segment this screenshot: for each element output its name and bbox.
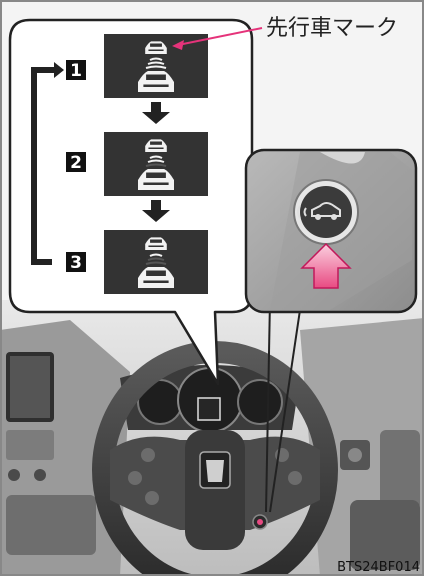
fuel-gauge (238, 380, 282, 424)
multi-information-display (198, 398, 220, 420)
step-number-3: 3 (70, 253, 82, 273)
step-number-1: 1 (70, 61, 82, 81)
leading-vehicle-label: 先行車マーク (266, 16, 398, 41)
distance-switch-button (300, 186, 352, 238)
figure-code: BTS24BF014 (337, 560, 420, 575)
step-number-2: 2 (70, 153, 82, 173)
